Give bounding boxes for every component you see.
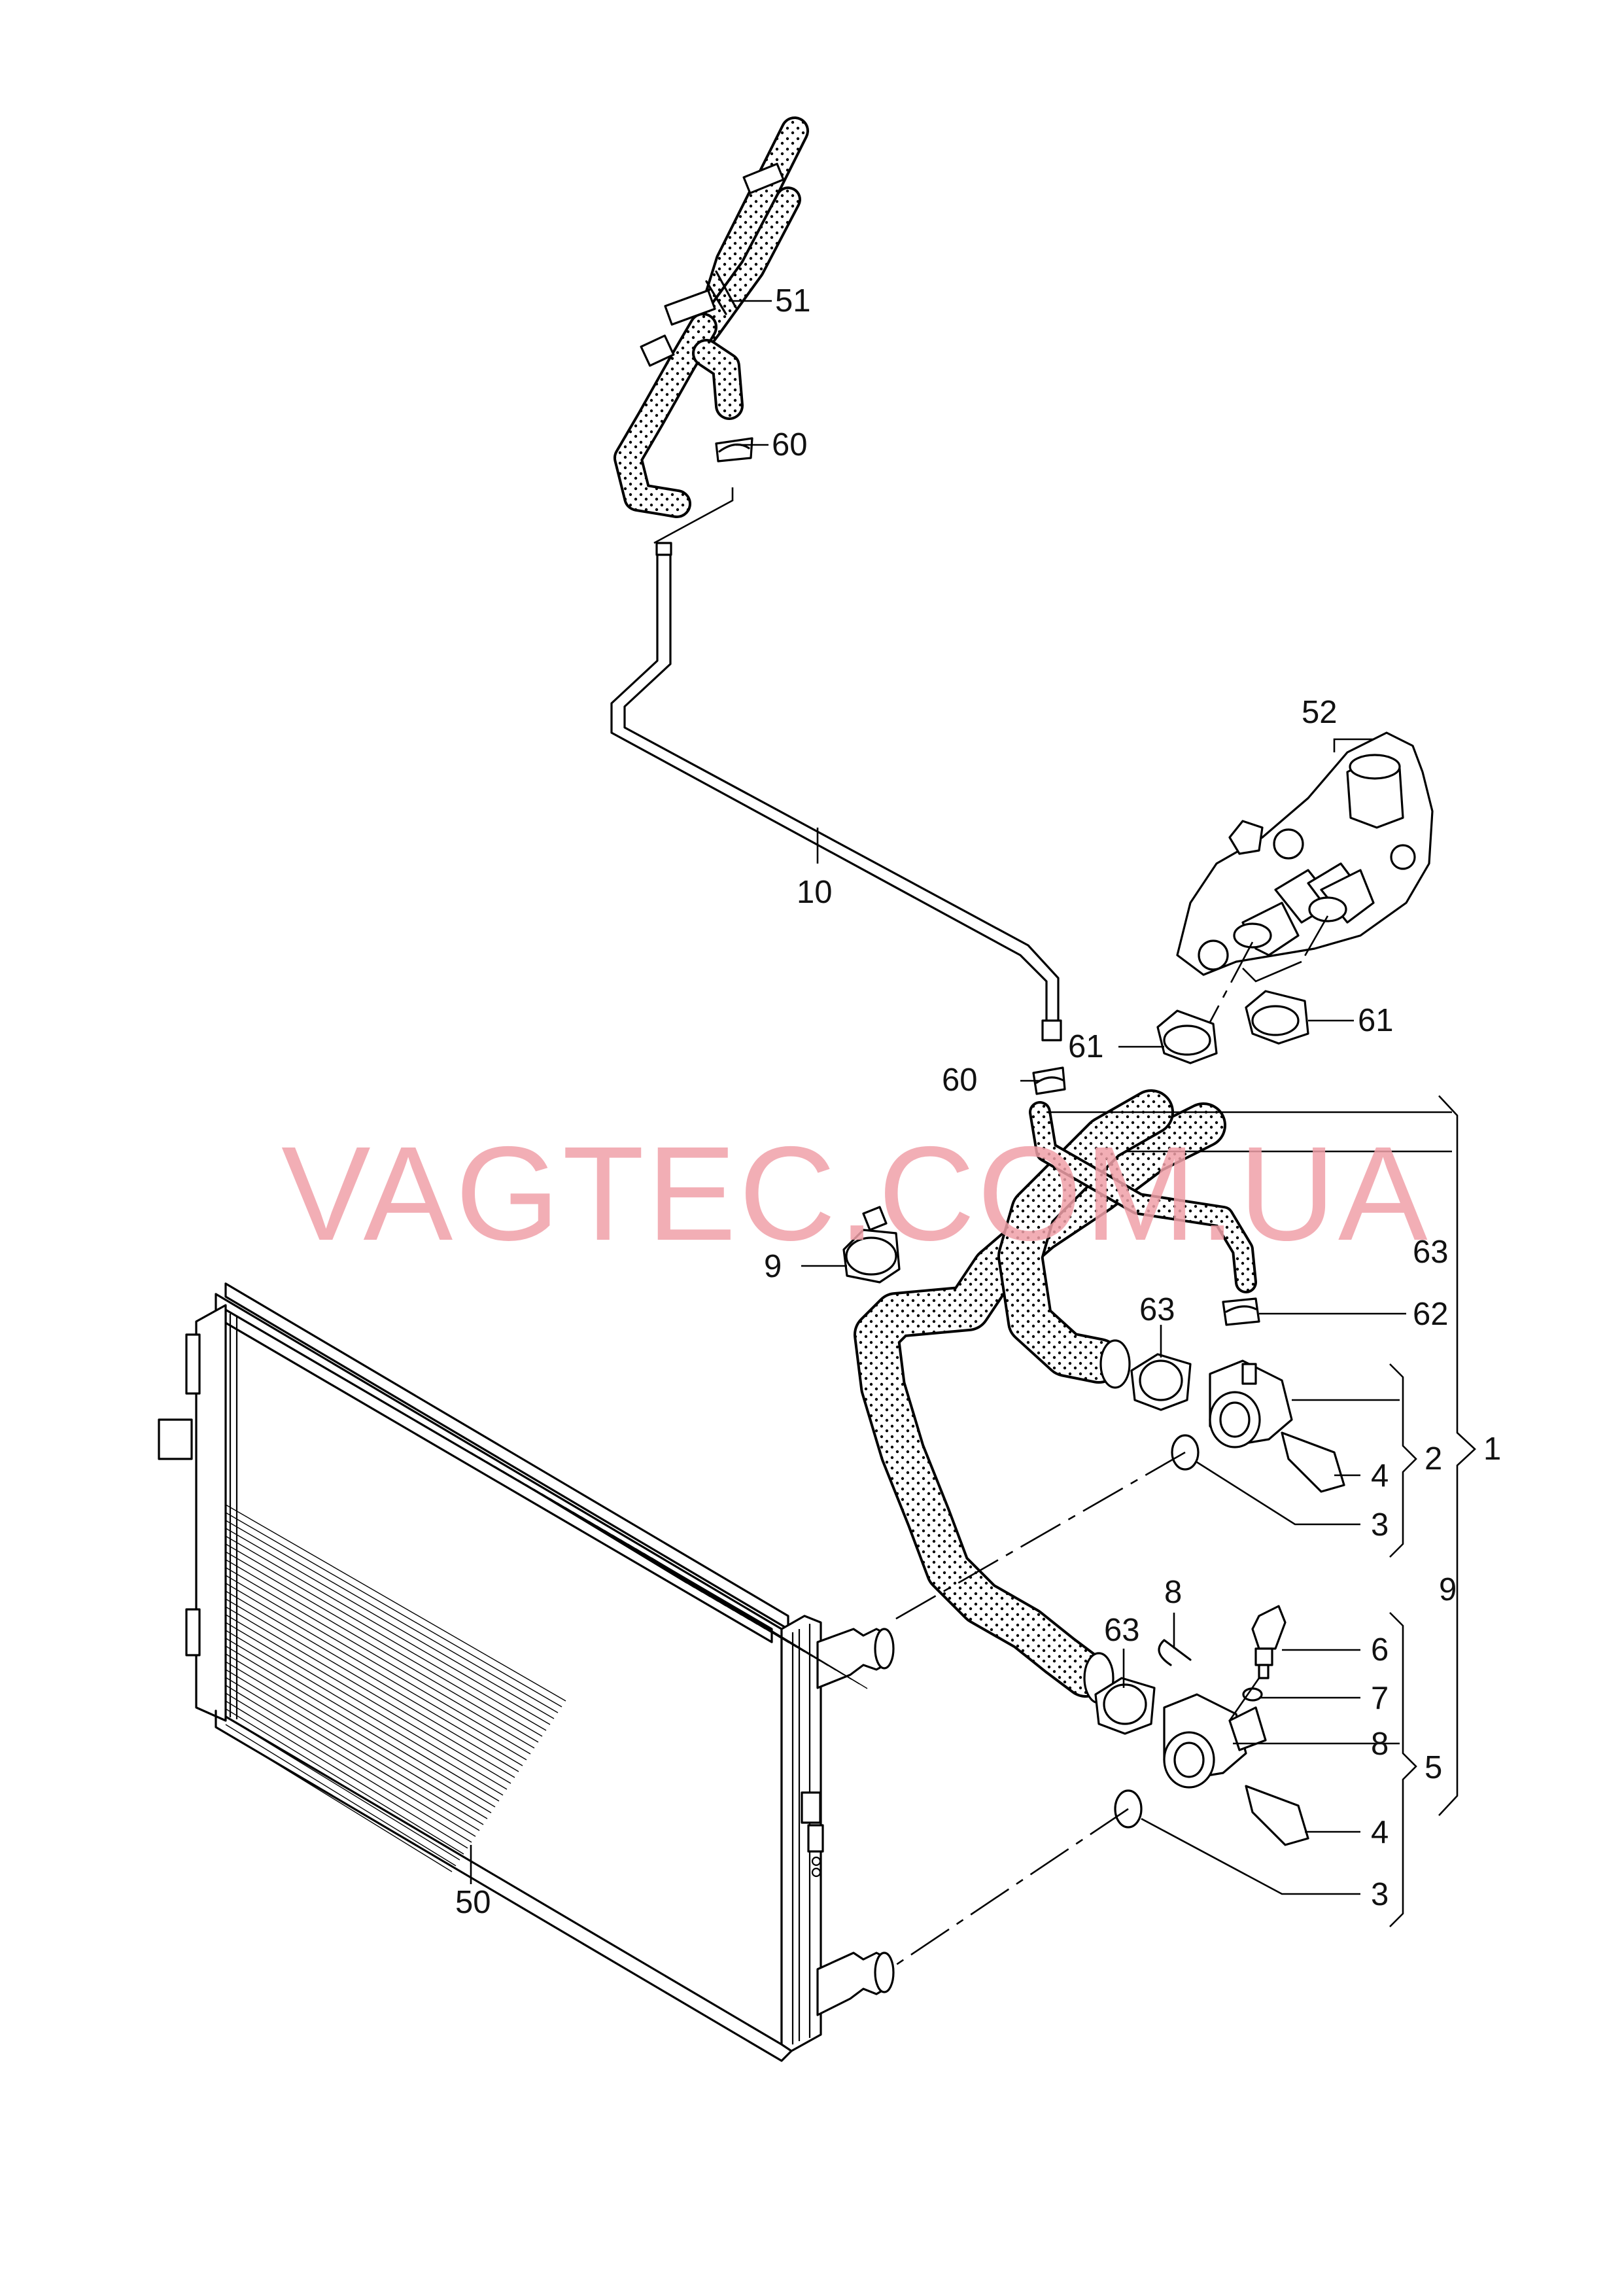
radiator-fin-line	[225, 1700, 468, 1849]
radiator-fin-line	[225, 1630, 504, 1796]
hose-clamp-61-left	[1156, 1009, 1218, 1064]
hose-clamp-63-upper	[1130, 1353, 1192, 1411]
temperature-sensor	[1251, 1605, 1287, 1679]
callout-9-clamp: 9	[764, 1249, 782, 1284]
o-ring-upper	[1171, 1434, 1200, 1471]
radiator-fin-line	[225, 1645, 496, 1808]
radiator-fin-line	[225, 1512, 562, 1708]
radiator-fin-line	[225, 1614, 511, 1784]
callout-52: 52	[1302, 695, 1338, 730]
callout-4-upper: 4	[1371, 1458, 1389, 1494]
radiator-fin-line	[225, 1692, 472, 1843]
hose-clamp-9	[842, 1206, 901, 1284]
callout-5: 5	[1425, 1750, 1442, 1785]
callout-63-mid: 63	[1139, 1292, 1175, 1327]
hose-clamp-62	[1222, 1297, 1260, 1326]
callout-62: 62	[1413, 1297, 1449, 1332]
callout-63-top: 63	[1413, 1235, 1449, 1270]
coolant-pipe	[610, 542, 1062, 1042]
hose-clamp-upper	[715, 437, 753, 463]
radiator-fin-line	[225, 1606, 515, 1778]
callout-8-group: 8	[1371, 1726, 1389, 1762]
radiator-fin-line	[651, 1557, 868, 1689]
callout-60-lower: 60	[942, 1062, 978, 1098]
radiator-fin-line	[225, 1559, 539, 1743]
callout-61-left: 61	[1068, 1029, 1104, 1064]
radiator-fin-line	[225, 1528, 555, 1719]
radiator	[158, 1282, 895, 2062]
callout-labels: 51 60 10 52 61 61 60 63 9 63 62 2 1 4 3 …	[455, 283, 1501, 1920]
radiator-fin-line	[225, 1661, 488, 1819]
callout-8-clip: 8	[1164, 1575, 1182, 1610]
sensor-seal	[1242, 1687, 1263, 1702]
radiator-fin-line	[225, 1567, 535, 1749]
o-ring-lower	[1114, 1789, 1143, 1829]
callout-9-group: 9	[1439, 1572, 1457, 1607]
callout-2: 2	[1425, 1441, 1442, 1477]
radiator-fin-line	[225, 1732, 453, 1872]
callout-63-lower: 63	[1104, 1613, 1140, 1648]
radiator-fin-line	[225, 1551, 543, 1737]
callout-50: 50	[455, 1885, 491, 1920]
radiator-fin-line	[225, 1724, 457, 1866]
radiator-fins	[225, 1452, 868, 1872]
callout-7: 7	[1371, 1681, 1389, 1716]
radiator-fin-line	[225, 1669, 484, 1825]
radiator-fin-line	[225, 1638, 500, 1802]
connector-flange-lower	[1163, 1693, 1309, 1846]
radiator-fin-line	[225, 1708, 464, 1855]
radiator-fin-line	[225, 1583, 527, 1761]
hose-clamp-63-lower	[1094, 1677, 1156, 1735]
callout-3-lower: 3	[1371, 1877, 1389, 1912]
callout-3-upper: 3	[1371, 1507, 1389, 1543]
callout-60-upper: 60	[772, 427, 808, 463]
radiator-fin-line	[225, 1598, 519, 1772]
radiator-fin-line	[225, 1575, 531, 1755]
callout-51: 51	[775, 283, 811, 319]
upper-hose-assembly	[613, 116, 809, 518]
connector-flange-upper	[1209, 1359, 1345, 1493]
radiator-fin-line	[225, 1622, 508, 1790]
radiator-fin-line	[225, 1716, 460, 1861]
callout-6: 6	[1371, 1632, 1389, 1668]
callout-61-right: 61	[1358, 1003, 1394, 1038]
radiator-fin-line	[225, 1543, 547, 1731]
radiator-fin-line	[225, 1677, 480, 1831]
radiator-fin-line	[225, 1535, 551, 1725]
radiator-fin-line	[225, 1685, 476, 1837]
callout-10: 10	[797, 875, 833, 910]
radiator-fin-line	[225, 1653, 492, 1813]
radiator-fin-line	[225, 1590, 523, 1766]
callout-1: 1	[1483, 1431, 1501, 1467]
watermark: VAGTEC.COM.UA	[281, 1119, 1430, 1269]
hose-clamp-61-right	[1245, 990, 1309, 1045]
callout-4-lower: 4	[1371, 1815, 1389, 1850]
radiator-fin-line	[225, 1504, 566, 1702]
leader-lines	[470, 300, 1452, 1895]
radiator-fin-line	[225, 1520, 559, 1713]
thermostat-housing	[1176, 731, 1434, 976]
group-braces	[1389, 1095, 1476, 1927]
retaining-clip	[1158, 1639, 1192, 1666]
